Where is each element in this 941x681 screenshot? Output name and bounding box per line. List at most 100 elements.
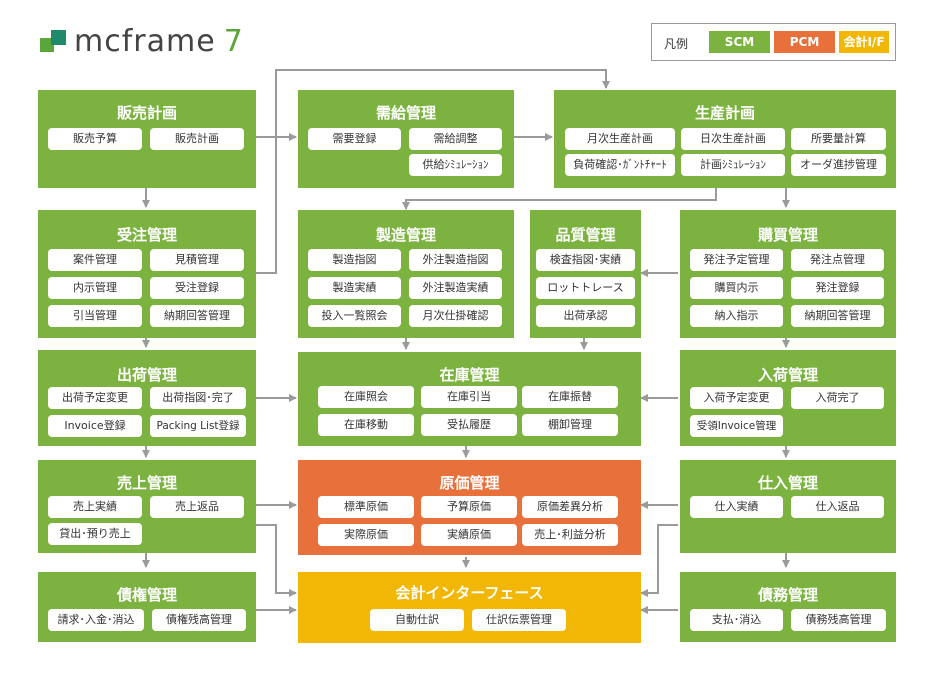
- function-button[interactable]: 検査指図･実績: [536, 249, 635, 271]
- function-button[interactable]: 在庫振替: [522, 386, 618, 408]
- module-quality: 品質管理 検査指図･実績 ロットトレース 出荷承認: [530, 210, 641, 338]
- arrow-sales-to-accounting: [256, 524, 297, 597]
- function-button[interactable]: 入荷予定変更: [690, 387, 783, 409]
- function-button[interactable]: 販売予算: [48, 128, 142, 150]
- function-button[interactable]: 貸出･預り売上: [48, 523, 142, 545]
- function-button[interactable]: Invoice登録: [48, 415, 142, 437]
- function-button[interactable]: 実績原価: [421, 524, 517, 546]
- module-title: 会計インターフェース: [395, 584, 544, 602]
- function-button[interactable]: 見積管理: [150, 249, 244, 271]
- module-title: 購買管理: [757, 226, 818, 244]
- function-button[interactable]: 負荷確認･ｶﾞﾝﾄﾁｬｰﾄ: [565, 154, 675, 176]
- function-button[interactable]: 売上実績: [48, 496, 142, 518]
- function-button[interactable]: 仕入返品: [791, 496, 884, 518]
- function-button[interactable]: 売上･利益分析: [522, 524, 618, 546]
- module-title: 債権管理: [116, 586, 177, 604]
- module-title: 需給管理: [375, 104, 436, 122]
- function-button[interactable]: 案件管理: [48, 249, 142, 271]
- module-receivables: 債権管理 請求･入金･消込 債権残高管理: [38, 572, 256, 642]
- function-button[interactable]: 標準原価: [318, 496, 414, 518]
- function-button[interactable]: 請求･入金･消込: [48, 609, 144, 631]
- function-button[interactable]: 納期回答管理: [791, 305, 884, 327]
- module-manufacturing: 製造管理 製造指図 外注製造指図 製造実績 外注製造実績 投入一覧照会 月次仕掛…: [298, 210, 514, 338]
- module-purchasing: 購買管理 発注予定管理 発注点管理 購買内示 発注登録 納入指示 納期回答管理: [680, 210, 896, 338]
- function-button[interactable]: 月次仕掛確認: [409, 305, 502, 327]
- module-shipping: 出荷管理 出荷予定変更 出荷指図･完了 Invoice登録 Packing Li…: [38, 350, 256, 446]
- function-button[interactable]: 仕入実績: [690, 496, 783, 518]
- function-button[interactable]: 納期回答管理: [150, 305, 244, 327]
- module-supply-demand: 需給管理 需要登録 需給調整 供給ｼﾐｭﾚｰｼｮﾝ: [298, 90, 514, 188]
- function-button[interactable]: 計画ｼﾐｭﾚｰｼｮﾝ: [681, 154, 785, 176]
- function-button[interactable]: Packing List登録: [150, 415, 246, 437]
- module-title: 受注管理: [116, 226, 177, 244]
- legend-scm: SCM: [709, 31, 770, 53]
- function-button[interactable]: 受領Invoice管理: [690, 415, 783, 437]
- module-title: 入荷管理: [757, 366, 818, 384]
- function-button[interactable]: 発注予定管理: [690, 249, 783, 271]
- function-button[interactable]: 在庫引当: [421, 386, 517, 408]
- function-button[interactable]: 債務残高管理: [791, 609, 886, 631]
- legend-accounting: 会計I/F: [839, 31, 889, 53]
- module-title: 品質管理: [555, 226, 616, 244]
- function-button[interactable]: 需要登録: [308, 128, 401, 150]
- legend-pcm: PCM: [774, 31, 835, 53]
- function-button[interactable]: 売上返品: [150, 496, 244, 518]
- function-button[interactable]: 実際原価: [318, 524, 414, 546]
- module-title: 出荷管理: [116, 366, 177, 384]
- function-button[interactable]: 自動仕訳: [370, 609, 464, 631]
- module-order-mgmt: 受注管理 案件管理 見積管理 内示管理 受注登録 引当管理 納期回答管理: [38, 210, 256, 338]
- function-button[interactable]: 内示管理: [48, 277, 142, 299]
- function-button[interactable]: 製造指図: [308, 249, 401, 271]
- module-inventory: 在庫管理 在庫照会 在庫引当 在庫振替 在庫移動 受払履歴 棚卸管理: [298, 352, 641, 446]
- function-button[interactable]: 支払･消込: [690, 609, 783, 631]
- module-payables: 債務管理 支払･消込 債務残高管理: [680, 572, 896, 642]
- function-button[interactable]: 在庫照会: [318, 386, 414, 408]
- module-title: 生産計画: [694, 104, 755, 122]
- function-button[interactable]: 発注点管理: [791, 249, 884, 271]
- module-sales-results: 売上管理 売上実績 売上返品 貸出･預り売上: [38, 460, 256, 553]
- legend-label: 凡例: [664, 37, 689, 51]
- arrow-order-to-supply: [256, 137, 277, 274]
- function-button[interactable]: 製造実績: [308, 277, 401, 299]
- function-button[interactable]: 受注登録: [150, 277, 244, 299]
- function-button[interactable]: 仕訳伝票管理: [472, 609, 566, 631]
- function-button[interactable]: 棚卸管理: [522, 414, 618, 436]
- module-costing: 原価管理 標準原価 予算原価 原価差異分析 実際原価 実績原価 売上･利益分析: [298, 460, 641, 555]
- module-title: 仕入管理: [757, 474, 818, 492]
- function-button[interactable]: 債権残高管理: [152, 609, 246, 631]
- function-button[interactable]: 引当管理: [48, 305, 142, 327]
- module-title: 在庫管理: [439, 366, 500, 384]
- function-button[interactable]: 納入指示: [690, 305, 783, 327]
- function-button[interactable]: 受払履歴: [421, 414, 517, 436]
- function-button[interactable]: 所要量計算: [791, 128, 886, 150]
- arrow-production-to-manufacturing: [402, 188, 717, 210]
- arrow-top-loop: [275, 69, 610, 137]
- function-button[interactable]: 発注登録: [791, 277, 884, 299]
- function-button[interactable]: 入荷完了: [791, 387, 884, 409]
- function-button[interactable]: 投入一覧照会: [308, 305, 401, 327]
- module-title: 債務管理: [757, 586, 818, 604]
- function-button[interactable]: 出荷承認: [536, 305, 635, 327]
- function-button[interactable]: オーダ進捗管理: [791, 154, 886, 176]
- function-button[interactable]: 出荷予定変更: [48, 387, 142, 409]
- function-button[interactable]: ロットトレース: [536, 277, 635, 299]
- module-stocking: 仕入管理 仕入実績 仕入返品: [680, 460, 896, 553]
- module-production-plan: 生産計画 月次生産計画 日次生産計画 所要量計算 負荷確認･ｶﾞﾝﾄﾁｬｰﾄ 計…: [554, 90, 896, 188]
- function-button[interactable]: 需給調整: [409, 128, 502, 150]
- function-button[interactable]: 供給ｼﾐｭﾚｰｼｮﾝ: [409, 154, 502, 176]
- legend: 凡例 SCM PCM 会計I/F: [651, 23, 896, 61]
- function-button[interactable]: 日次生産計画: [681, 128, 785, 150]
- function-button[interactable]: 月次生産計画: [565, 128, 675, 150]
- function-button[interactable]: 購買内示: [690, 277, 783, 299]
- function-button[interactable]: 外注製造実績: [409, 277, 502, 299]
- function-button[interactable]: 外注製造指図: [409, 249, 502, 271]
- function-button[interactable]: 出荷指図･完了: [150, 387, 246, 409]
- arrow-stocking-to-accounting: [640, 524, 678, 597]
- module-title: 製造管理: [375, 226, 436, 244]
- function-button[interactable]: 在庫移動: [318, 414, 414, 436]
- function-button[interactable]: 予算原価: [421, 496, 517, 518]
- function-button[interactable]: 原価差異分析: [522, 496, 618, 518]
- function-button[interactable]: 販売計画: [150, 128, 244, 150]
